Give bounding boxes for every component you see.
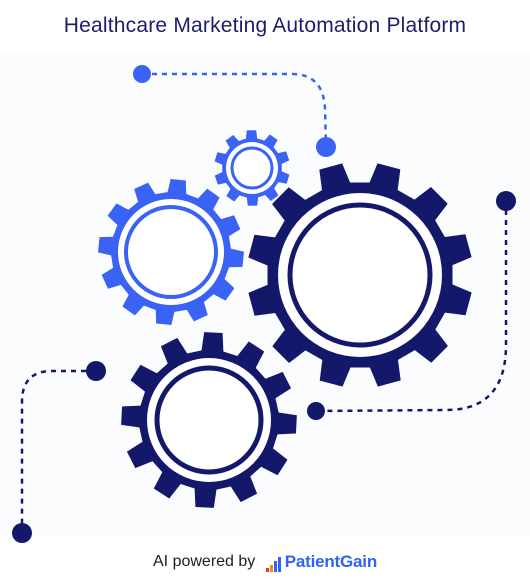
connector-right bbox=[315, 200, 508, 413]
connector-dot bbox=[316, 137, 336, 157]
connector-dot bbox=[307, 402, 325, 420]
medium-gear bbox=[98, 179, 244, 325]
gear-ring bbox=[230, 146, 274, 190]
brand-name: PatientGain bbox=[284, 552, 377, 571]
gear-ring bbox=[124, 205, 218, 299]
connector-dot bbox=[86, 361, 106, 381]
patientgain-logo-icon bbox=[265, 556, 282, 572]
brand[interactable]: PatientGain bbox=[265, 552, 377, 572]
gear-hole bbox=[278, 193, 442, 357]
gear-ring bbox=[287, 202, 433, 348]
large-gear bbox=[248, 163, 472, 387]
connector-dot bbox=[12, 523, 32, 543]
bottom-gear bbox=[121, 332, 297, 508]
gear-hole bbox=[118, 199, 224, 305]
gear-hole bbox=[226, 142, 278, 194]
gear-ring bbox=[154, 365, 264, 475]
gear-hole bbox=[147, 358, 271, 482]
footer-prefix: AI powered by bbox=[153, 553, 256, 570]
connector-left bbox=[20, 369, 96, 532]
connector-dot bbox=[496, 191, 516, 211]
connector-dot bbox=[133, 65, 151, 83]
connector-top bbox=[142, 72, 328, 147]
footer: AI powered by PatientGain bbox=[0, 552, 530, 572]
page-title: Healthcare Marketing Automation Platform bbox=[63, 14, 467, 37]
small-gear bbox=[214, 130, 290, 206]
